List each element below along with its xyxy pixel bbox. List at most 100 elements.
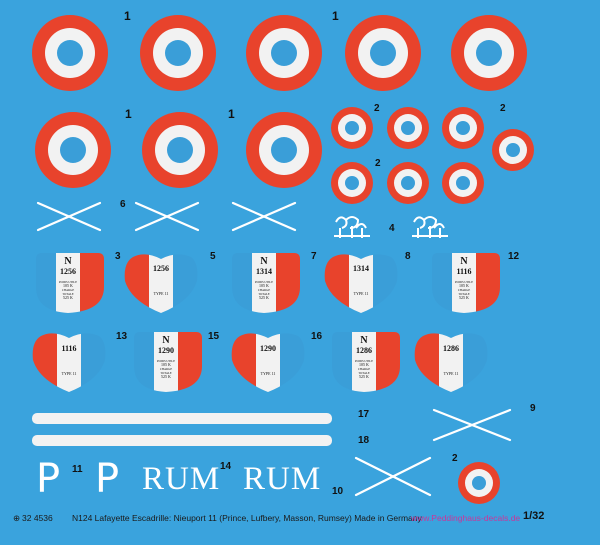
panel-small-d: 525 K [161,374,171,379]
roundel-small [387,107,429,149]
item-number: 8 [405,251,411,262]
panel-text-12: N 1116 POIDS UTILE 105 K CHARGE TOTALE 5… [452,256,476,300]
panel-small-b: 105 K [459,283,469,288]
panel-decal-12 [432,253,500,313]
panel-small-c: CHARGE TOTALE [159,367,173,375]
panel-text-13: 1116 TYPE 11 [57,344,81,376]
panel-n-letter: N [360,335,368,346]
cross-marking [134,201,200,232]
footer-code: 32 4536 [22,513,53,523]
item-number: 2 [374,103,380,114]
item-number: 1 [228,107,235,121]
roundel-large [246,112,322,188]
item-number: 2 [500,103,506,114]
cross-marking [354,456,432,497]
item-number: 5 [210,251,216,262]
panel-small-a: POIDS UTILE [354,359,374,363]
panel-small-a: POIDS UTILE [254,280,274,284]
roundel-small [442,162,484,204]
panel-text-15: N 1290 POIDS UTILE 105 K CHARGE TOTALE 5… [154,335,178,379]
emblem-marking [412,216,448,238]
cross-marking [432,408,512,442]
panel-text-1286a: N 1286 POIDS UTILE 105 K CHARGE TOTALE 5… [352,335,376,379]
item-number: 1 [332,9,339,23]
item-number: 1 [124,9,131,23]
panel-decal-15 [134,332,202,392]
panel-decal-1286a [332,332,400,392]
item-number: 9 [530,403,536,414]
panel-type-text: TYPE 11 [61,371,77,376]
roundel-small [331,162,373,204]
item-number: 12 [508,251,520,262]
panel-n-letter: N [64,256,72,267]
item-number: 3 [115,251,121,262]
footer: ⊕ 32 4536 N124 Lafayette Escadrille: Nie… [0,508,600,545]
panel-small-d: 525 K [359,374,369,379]
item-number: 15 [208,331,220,342]
panel-type-text: TYPE 11 [153,291,169,296]
panel-n-letter: N [260,256,268,267]
roundel-large [140,15,216,91]
panel-serial: 1116 [61,344,77,353]
cross-marking [36,201,102,232]
panel-text-3: N 1256 POIDS UTILE 105 K CHARGE TOTALE 5… [56,256,80,300]
panel-small-d: 525 K [459,295,469,300]
panel-serial: 1290 [260,344,276,353]
roundel-small [387,162,429,204]
footer-url[interactable]: www.Peddinghaus-decals.de [411,513,521,523]
letter-p: P [95,456,120,502]
panel-decal-7 [232,253,300,313]
item-number: 16 [311,331,323,342]
panel-serial: 1286 [443,344,459,353]
panel-serial: 1314 [353,264,369,273]
panel-serial: 1256 [153,264,169,273]
panel-small-b: 105 K [63,283,73,288]
item-number: 13 [116,331,128,342]
panel-small-c: CHARGE TOTALE [457,288,471,296]
panel-small-b: 105 K [359,362,369,367]
panel-text-8: 1314 TYPE 11 [349,264,373,296]
stripe-marking [32,435,332,446]
panel-n-letter: N [162,335,170,346]
panel-type-text: TYPE 11 [353,291,369,296]
panel-small-a: POIDS UTILE [454,280,474,284]
item-number: 4 [389,223,395,234]
panel-small-b: 105 K [161,362,171,367]
panel-serial: 1116 [456,267,472,276]
item-number: 14 [220,461,232,472]
panel-serial: 1286 [356,346,372,355]
cross-marking [231,201,297,232]
roundel-large [32,15,108,91]
item-number: 10 [332,486,344,497]
roundel-small [492,129,534,171]
roundel-large [451,15,527,91]
item-number: 2 [375,158,381,169]
item-number: 6 [120,199,126,210]
item-number: 1 [125,107,132,121]
panel-small-d: 525 K [259,295,269,300]
panel-small-c: CHARGE TOTALE [357,367,371,375]
panel-small-c: CHARGE TOTALE [257,288,271,296]
panel-type-text: TYPE 11 [260,371,276,376]
item-number: 2 [452,453,458,464]
roundel-small [458,462,500,504]
emblem-marking [334,216,370,238]
panel-text-1286b: 1286 TYPE 11 [439,344,463,376]
item-number: 11 [72,464,83,475]
item-number: 18 [358,435,370,446]
panel-small-c: CHARGE TOTALE [61,288,75,296]
panel-type-text: TYPE 11 [443,371,459,376]
panel-decal-3 [36,253,104,313]
letters-rum: RUM [142,461,221,497]
item-number: 7 [311,251,317,262]
panel-serial: 1256 [60,267,76,276]
roundel-large [246,15,322,91]
footer-description: N124 Lafayette Escadrille: Nieuport 11 (… [72,513,422,523]
roundel-small [331,107,373,149]
letter-p: P [36,456,61,502]
panel-text-5: 1256 TYPE 11 [149,264,173,296]
panel-small-b: 105 K [259,283,269,288]
